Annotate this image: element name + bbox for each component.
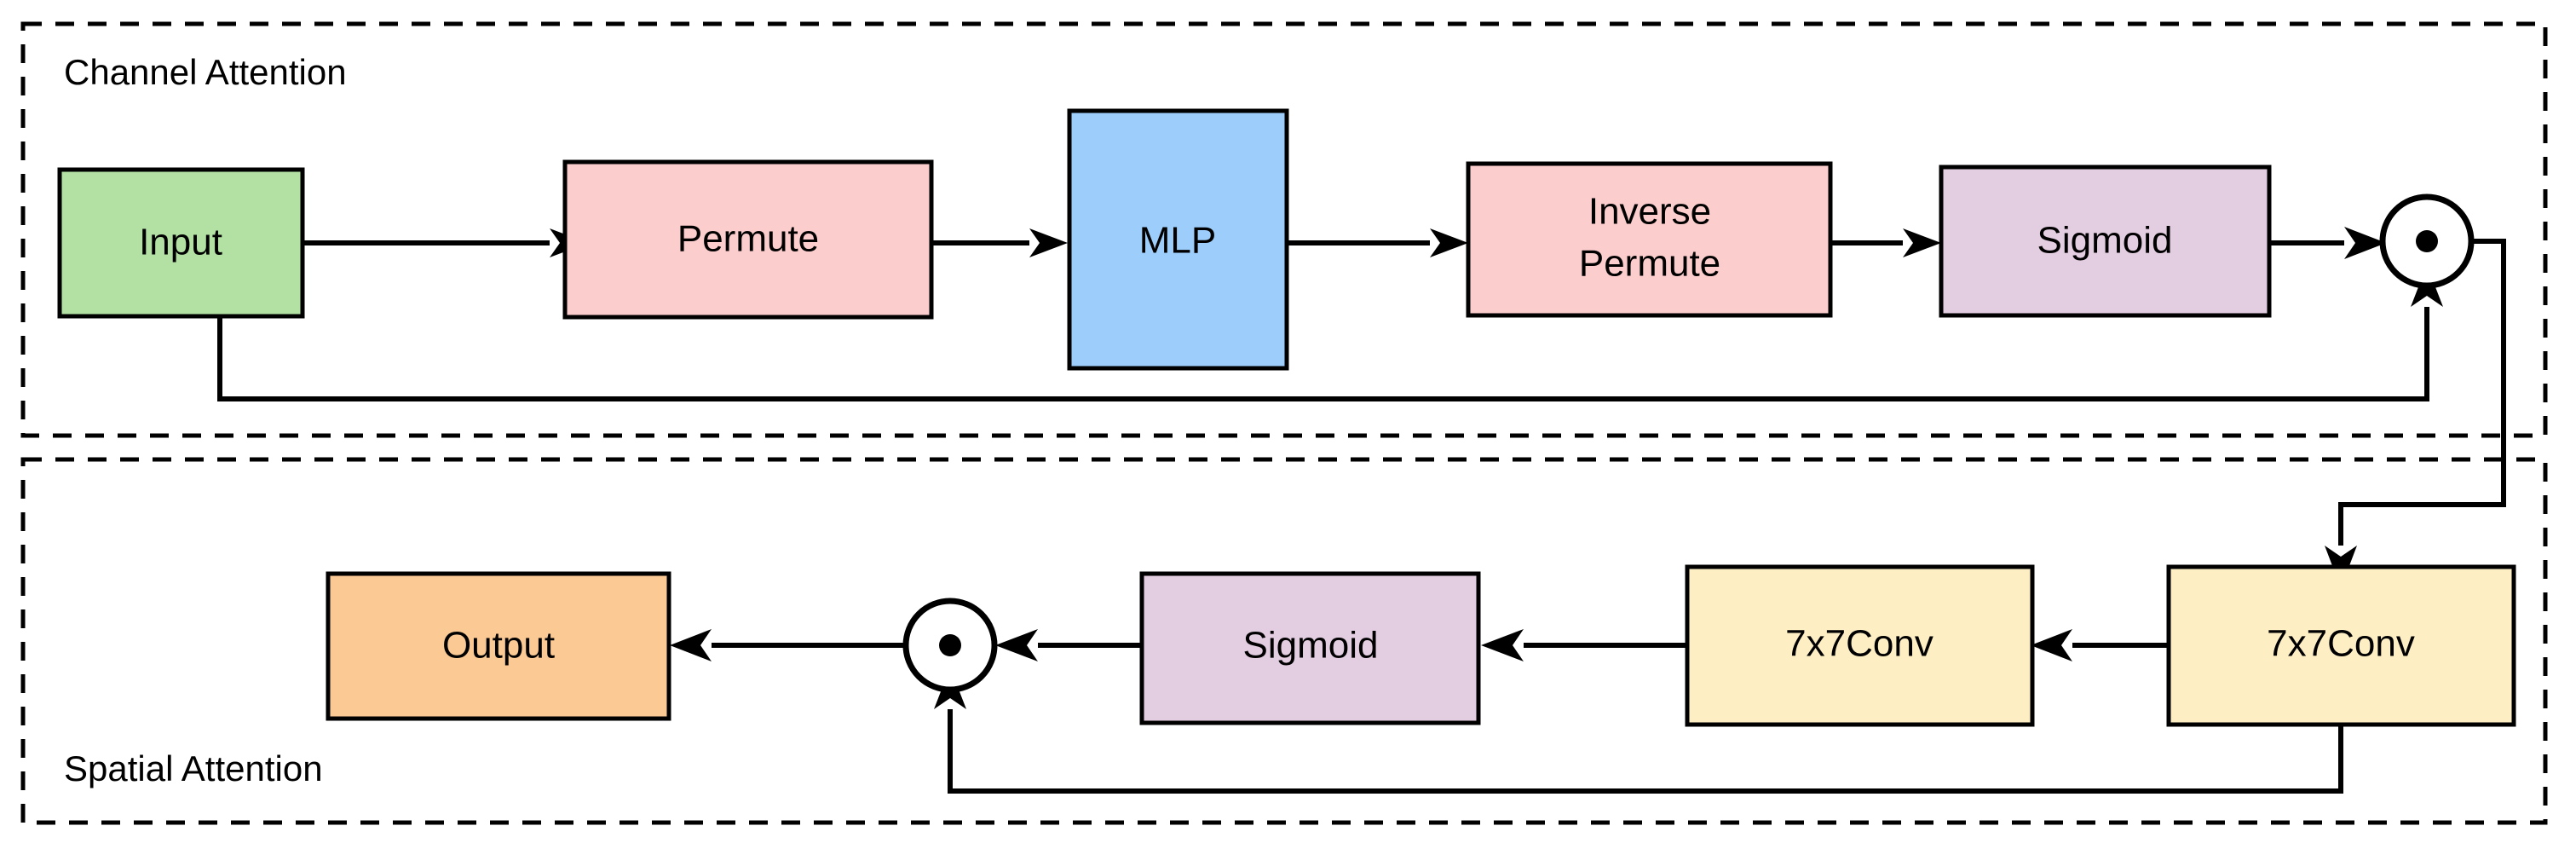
node-sigmoid-channel-rect[interactable] xyxy=(1939,165,2272,318)
node-conv-right[interactable]: 7x7Conv xyxy=(2166,564,2516,727)
node-conv-left-rect[interactable] xyxy=(1685,564,2035,727)
node-inverse-permute[interactable]: Inverse Permute xyxy=(1466,161,1833,318)
node-multiply-channel[interactable] xyxy=(2379,193,2475,289)
node-conv-left[interactable]: 7x7Conv xyxy=(1685,564,2035,727)
node-sigmoid-spatial[interactable]: Sigmoid xyxy=(1139,571,1481,725)
node-output-label: Output xyxy=(442,625,555,667)
node-permute-label: Permute xyxy=(677,218,819,260)
node-inverse-permute-rect[interactable] xyxy=(1466,161,1833,318)
node-output-rect[interactable] xyxy=(326,571,671,721)
node-input-label: Input xyxy=(139,222,222,263)
spatial-attention-group-label: Spatial Attention xyxy=(64,748,323,788)
node-output[interactable]: Output xyxy=(326,571,671,721)
spatial-attention-group-frame xyxy=(20,457,2548,825)
node-sigmoid-channel-label: Sigmoid xyxy=(2037,220,2173,262)
node-mlp-rect[interactable] xyxy=(1067,108,1289,371)
node-inverse-permute-label-line1: Inverse xyxy=(1588,191,1711,233)
node-inverse-permute-label-line2: Permute xyxy=(1579,243,1720,285)
edge-mlp-to-inverse-permute xyxy=(1287,228,1468,257)
node-conv-right-rect[interactable] xyxy=(2166,564,2516,727)
edge-permute-to-mlp xyxy=(931,228,1068,257)
edge-sigmoid-to-multiply-channel xyxy=(2269,227,2386,259)
multiply-operator-dot-icon xyxy=(939,634,961,656)
edge-input-to-permute xyxy=(303,228,588,257)
channel-attention-group-label: Channel Attention xyxy=(64,52,347,92)
node-conv-left-label: 7x7Conv xyxy=(1785,623,1933,665)
channel-attention-group-frame xyxy=(20,21,2548,438)
edge-inverse-permute-to-sigmoid xyxy=(1830,228,1941,257)
node-input-rect[interactable] xyxy=(57,167,305,319)
arrow-head-icon xyxy=(1903,228,1941,257)
arrow-head-icon xyxy=(1481,629,1524,661)
multiply-operator-dot-icon xyxy=(2416,230,2438,252)
arrow-head-icon xyxy=(2031,629,2072,661)
arrow-head-icon xyxy=(1029,228,1068,257)
arrow-head-icon xyxy=(1430,228,1468,257)
edge-sigmoid-spatial-to-multiply-spatial xyxy=(995,629,1142,661)
node-conv-right-label: 7x7Conv xyxy=(2267,623,2415,665)
node-permute-rect[interactable] xyxy=(562,159,934,320)
arrow-head-icon xyxy=(670,629,712,661)
node-mlp[interactable]: MLP xyxy=(1067,108,1289,371)
node-mlp-label: MLP xyxy=(1139,220,1216,262)
node-sigmoid-spatial-label: Sigmoid xyxy=(1243,625,1379,667)
edge-multiply-spatial-to-output xyxy=(670,629,907,661)
node-input[interactable]: Input xyxy=(57,167,305,319)
edge-conv-right-to-conv-left xyxy=(2031,629,2169,661)
node-sigmoid-spatial-rect[interactable] xyxy=(1139,571,1481,725)
node-multiply-spatial[interactable] xyxy=(902,598,998,693)
node-permute[interactable]: Permute xyxy=(562,159,934,320)
arrow-head-icon xyxy=(995,629,1038,661)
edge-multiply-channel-to-conv-right xyxy=(2325,239,2506,588)
edge-conv-left-to-sigmoid-spatial xyxy=(1481,629,1687,661)
node-sigmoid-channel[interactable]: Sigmoid xyxy=(1939,165,2272,318)
arrow-head-icon xyxy=(2344,227,2386,259)
